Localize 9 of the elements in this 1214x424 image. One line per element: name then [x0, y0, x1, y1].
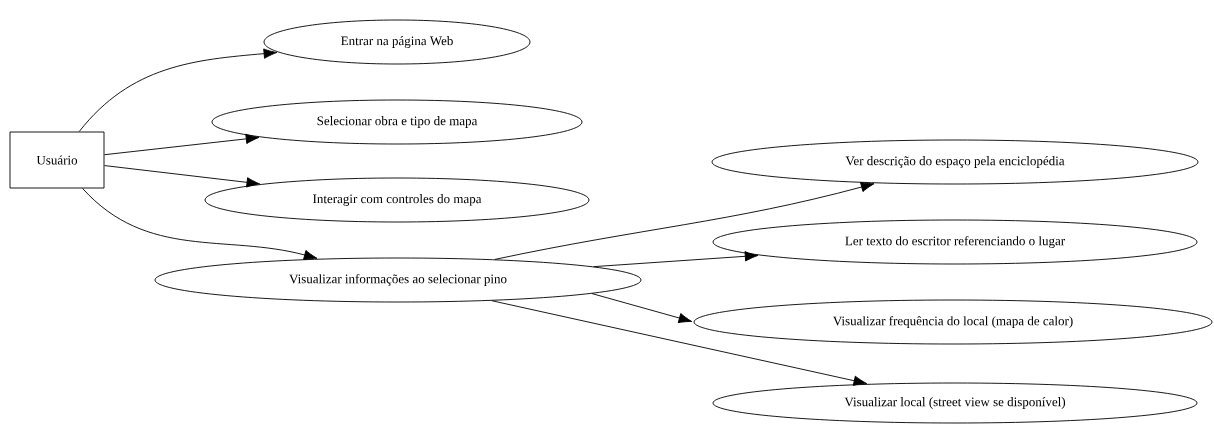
arrow	[593, 251, 759, 268]
arrow	[82, 188, 318, 261]
arrow	[104, 165, 261, 188]
arrow	[78, 48, 278, 132]
arrow	[491, 300, 868, 386]
actor-box: Usuário	[9, 131, 105, 189]
arrow	[104, 133, 260, 156]
arrow	[591, 293, 693, 324]
arrow	[494, 182, 875, 260]
